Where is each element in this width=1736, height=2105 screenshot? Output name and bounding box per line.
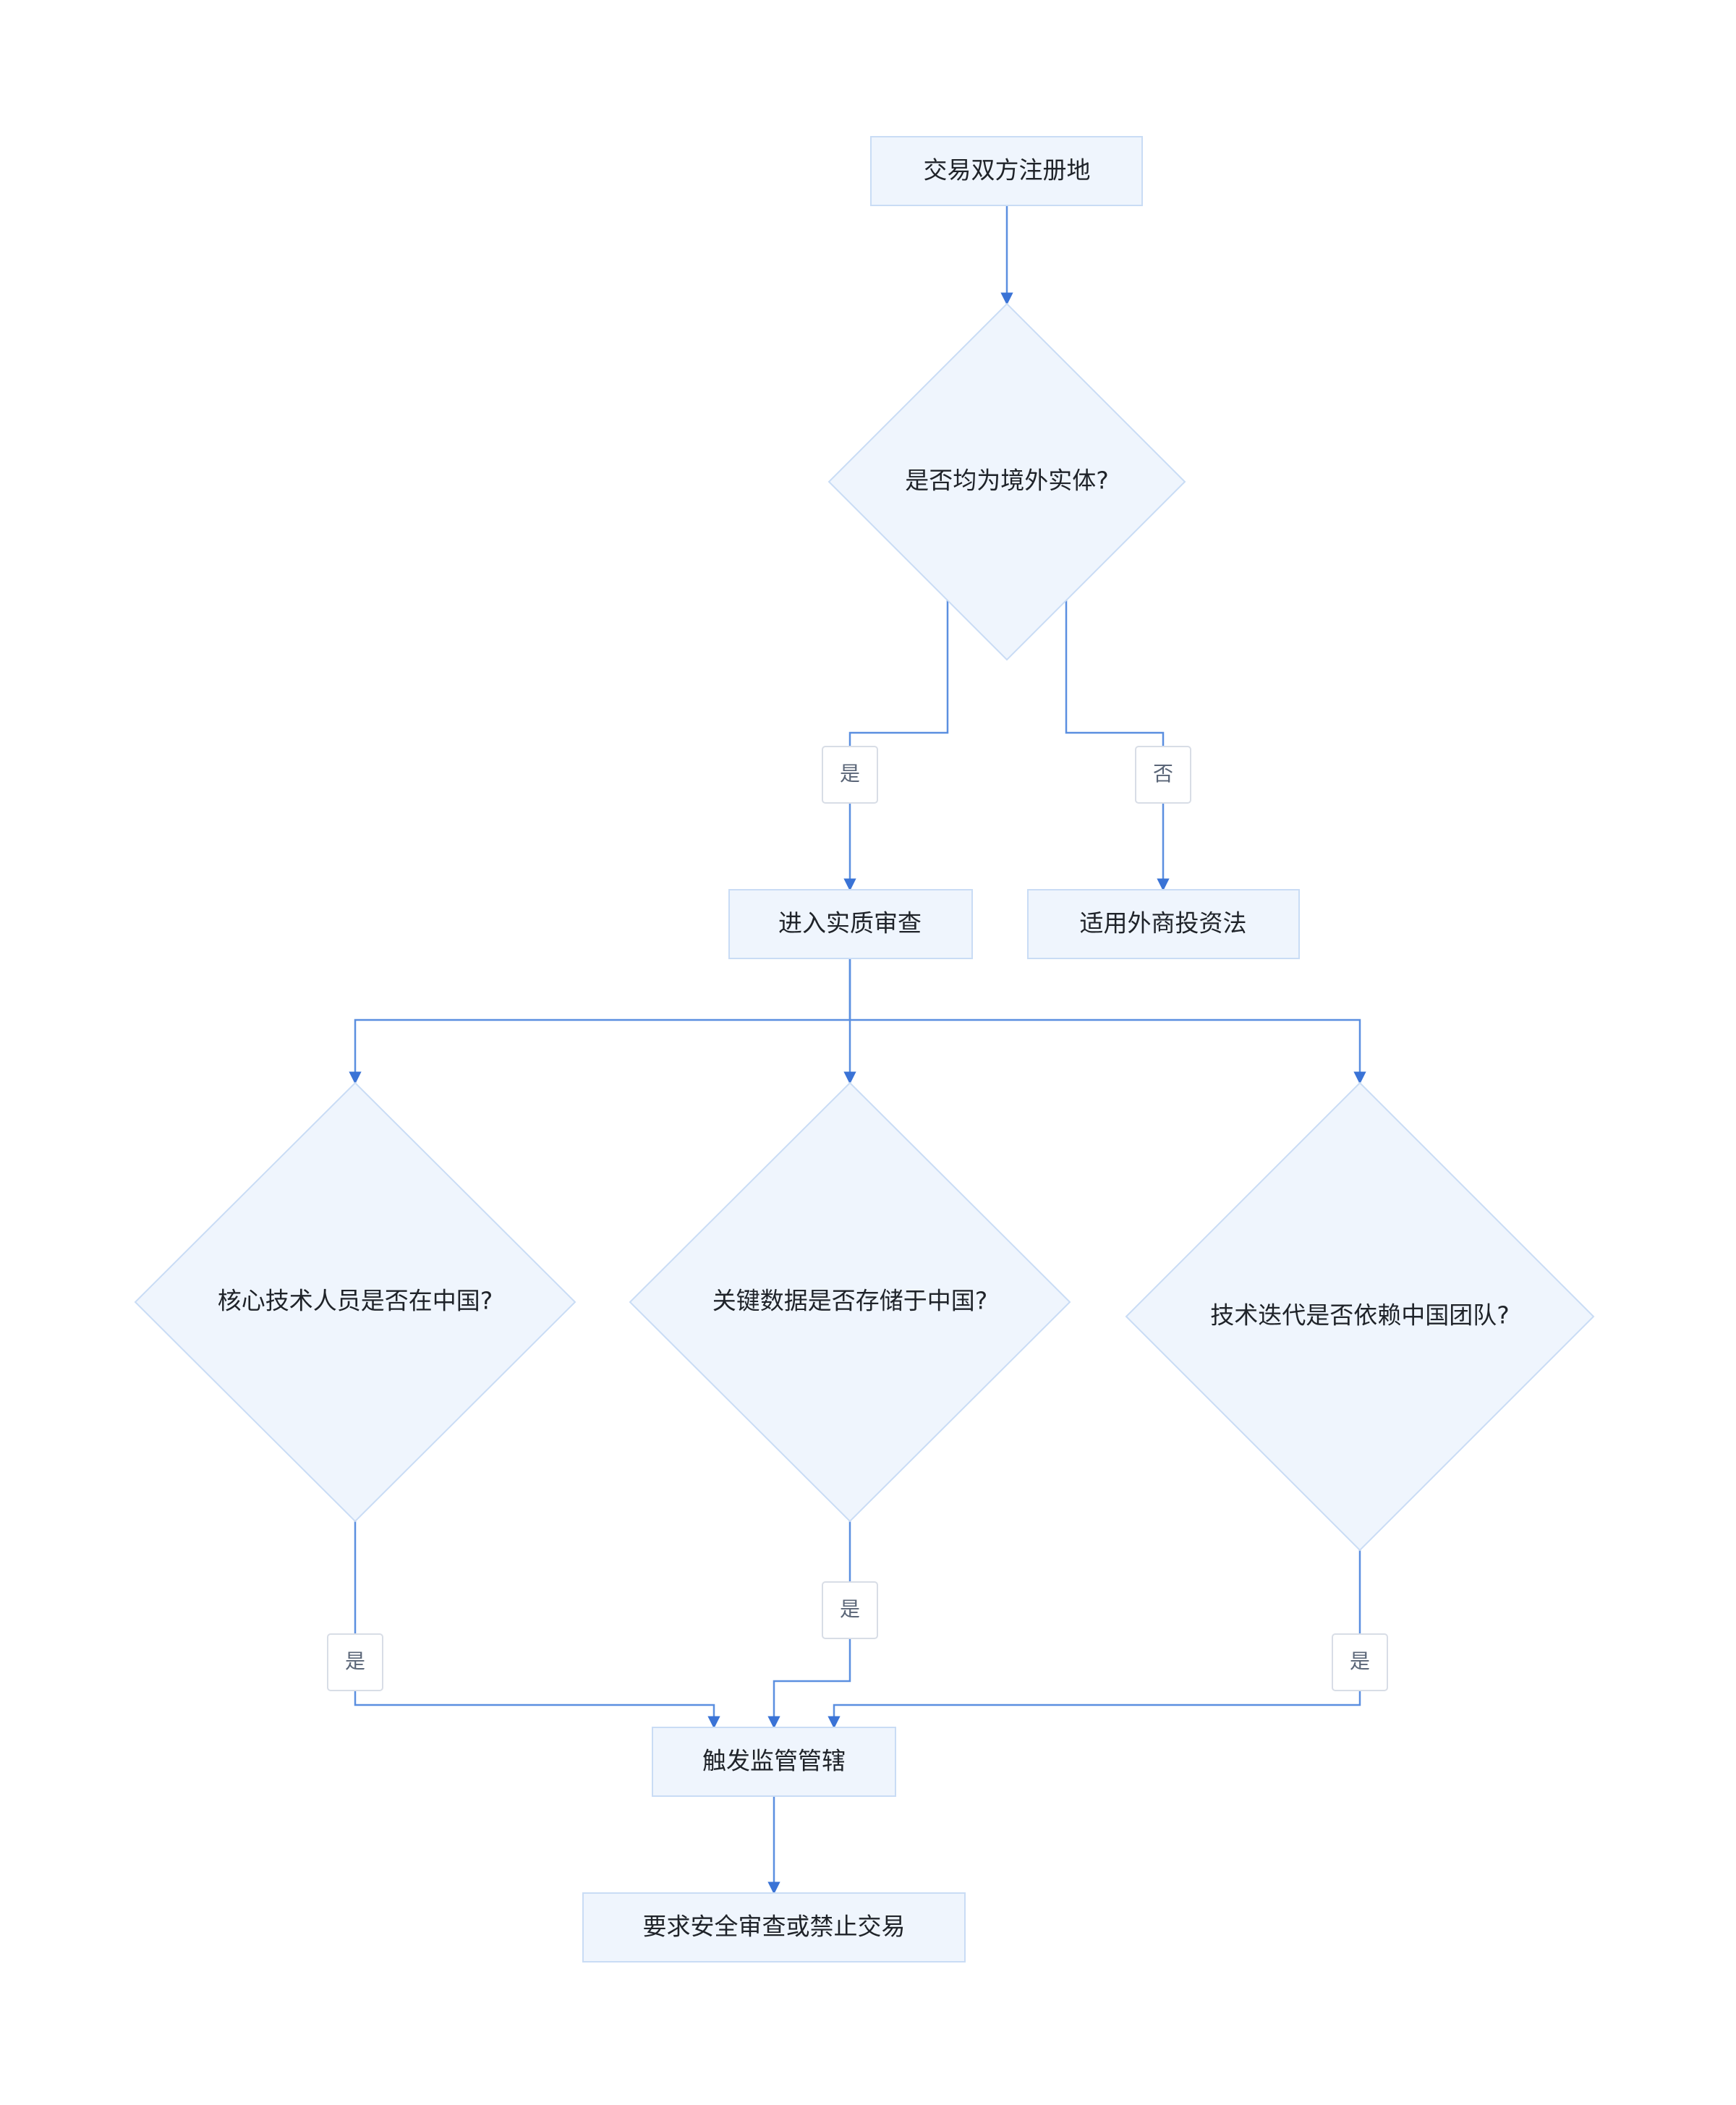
edge-offshore-no [1065,600,1170,891]
node-result: 要求安全审查或禁止交易 [582,1892,966,1962]
edge-staff-yes [354,1521,720,1729]
edge-label-text: 否 [1153,762,1173,786]
edge-label-text: 是 [1350,1649,1370,1673]
decision-label: 是否均为境外实体? [905,467,1109,495]
decision-label: 关键数据是否存储于中国? [712,1287,988,1315]
node-label: 进入实质审查 [778,909,922,937]
node-label: 触发监管管辖 [702,1747,846,1775]
edge-label-iter-yes: 是 [1332,1633,1388,1691]
edge-iter-yes [827,1548,1361,1729]
edge-label-data-yes: 是 [822,1581,878,1639]
edge-label-text: 是 [345,1649,365,1673]
edge-label-text: 是 [840,1597,860,1621]
edge-review-to-staff [349,958,851,1084]
node-foreign-investment-law: 适用外商投资法 [1027,889,1300,959]
edge-label-staff-yes: 是 [327,1633,383,1691]
node-start: 交易双方注册地 [870,136,1143,206]
edge-label-text: 是 [840,762,860,786]
decision-label: 核心技术人员是否在中国? [218,1287,493,1315]
node-label: 交易双方注册地 [924,156,1091,184]
decision-iteration: 技术迭代是否依赖中国团队? [1125,1081,1595,1552]
edge-label-offshore-no: 否 [1135,746,1191,804]
node-trigger: 触发监管管辖 [652,1727,896,1797]
node-label: 要求安全审查或禁止交易 [643,1913,906,1941]
node-review: 进入实质审查 [728,889,973,959]
edge-label-offshore-yes: 是 [822,746,878,804]
decision-data: 关键数据是否存储于中国? [629,1081,1071,1523]
decision-label: 技术迭代是否依赖中国团队? [1210,1301,1510,1330]
edge-review-to-iter [850,1019,1366,1084]
edges [349,206,1366,1894]
edge-offshore-yes [843,600,949,891]
decision-staff: 核心技术人员是否在中国? [134,1081,576,1523]
decision-offshore: 是否均为境外实体? [827,302,1186,661]
node-label: 适用外商投资法 [1080,909,1247,937]
